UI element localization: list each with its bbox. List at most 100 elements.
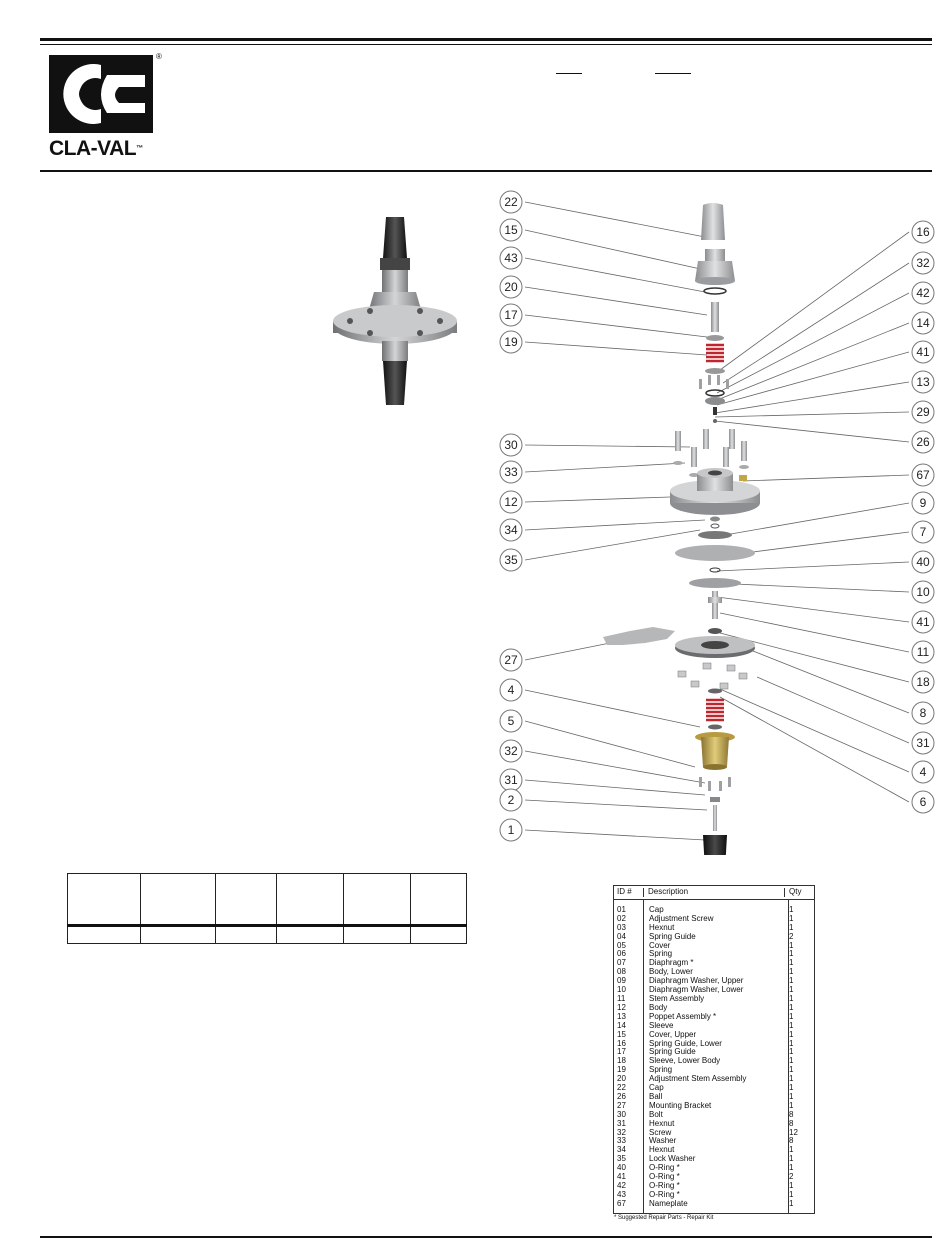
parts-id-cell: 31 bbox=[617, 1118, 626, 1128]
parts-list-row: 33 Washer 8 bbox=[617, 1137, 811, 1146]
part-cap-1 bbox=[703, 835, 727, 870]
callout-label: 30 bbox=[504, 438, 518, 452]
parts-desc-cell: Nameplate bbox=[649, 1198, 688, 1208]
parts-id-cell: 09 bbox=[617, 976, 626, 986]
parts-qty-cell: 2 bbox=[789, 1172, 794, 1182]
parts-qty-cell: 1 bbox=[789, 1065, 794, 1075]
parts-id-cell: 18 bbox=[617, 1056, 626, 1066]
description-header: Description bbox=[644, 887, 785, 897]
part-oring-40 bbox=[709, 567, 721, 573]
parts-qty-cell: 1 bbox=[789, 976, 794, 986]
parts-id-cell: 08 bbox=[617, 967, 626, 977]
parts-qty-cell: 1 bbox=[789, 949, 794, 959]
parts-list-row: 67 Nameplate 1 bbox=[617, 1198, 811, 1209]
callout-label: 12 bbox=[504, 495, 518, 509]
parts-qty-cell: 8 bbox=[789, 1136, 794, 1146]
callout-label: 14 bbox=[916, 316, 930, 330]
parts-qty-cell: 1 bbox=[789, 958, 794, 968]
part-cover-5 bbox=[695, 732, 735, 770]
part-spring-guide-lower-16 bbox=[705, 368, 725, 374]
parts-qty-cell: 1 bbox=[789, 1198, 794, 1208]
part-poppet-13 bbox=[713, 407, 717, 415]
parts-desc-cell: Cover bbox=[649, 940, 671, 950]
parts-desc-cell: Ball bbox=[649, 1091, 663, 1101]
parts-desc-cell: Sleeve, Lower Body bbox=[649, 1056, 721, 1066]
callout-label: 42 bbox=[916, 286, 930, 300]
parts-id-cell: 07 bbox=[617, 958, 626, 968]
callout-label: 32 bbox=[504, 744, 518, 758]
spec-table-header-row bbox=[67, 873, 467, 927]
parts-id-cell: 10 bbox=[617, 985, 626, 995]
parts-desc-cell: Stem Assembly bbox=[649, 993, 705, 1003]
parts-qty-cell: 1 bbox=[789, 1020, 794, 1030]
part-spring-6 bbox=[706, 698, 724, 722]
header-rule-thick bbox=[40, 38, 932, 41]
parts-desc-cell: Diaphragm Washer, Lower bbox=[649, 985, 744, 995]
part-adjustment-screw-2 bbox=[713, 805, 717, 831]
parts-id-cell: 03 bbox=[617, 922, 626, 932]
parts-desc-cell: Spring Guide, Lower bbox=[649, 1038, 722, 1048]
callout-label: 27 bbox=[504, 653, 518, 667]
parts-desc-cell: Washer bbox=[649, 1136, 677, 1146]
parts-qty-cell: 1 bbox=[789, 993, 794, 1003]
part-diaphragm-7 bbox=[675, 545, 755, 561]
id-header: ID # bbox=[617, 887, 644, 897]
parts-qty-cell: 1 bbox=[789, 1047, 794, 1057]
parts-id-cell: 19 bbox=[617, 1065, 626, 1075]
spec-table-cell bbox=[343, 925, 412, 944]
parts-id-cell: 13 bbox=[617, 1011, 626, 1021]
parts-qty-cell: 1 bbox=[789, 1100, 794, 1110]
parts-id-cell: 41 bbox=[617, 1172, 626, 1182]
parts-list-row: 11 Stem Assembly 1 bbox=[617, 993, 811, 1004]
parts-id-cell: 40 bbox=[617, 1163, 626, 1173]
parts-id-cell: 12 bbox=[617, 1002, 626, 1012]
parts-desc-cell: O-Ring * bbox=[649, 1181, 680, 1190]
callout-label: 5 bbox=[508, 714, 515, 728]
callout-label: 7 bbox=[920, 525, 927, 539]
parts-qty-cell: 1 bbox=[789, 1002, 794, 1012]
parts-id-cell: 11 bbox=[617, 993, 626, 1003]
callout-label: 17 bbox=[504, 308, 518, 322]
parts-id-cell: 67 bbox=[617, 1198, 626, 1208]
part-sleeve-14 bbox=[705, 397, 725, 405]
parts-id-cell: 16 bbox=[617, 1038, 626, 1048]
parts-desc-cell: Diaphragm Washer, Upper bbox=[649, 976, 744, 986]
part-body-lower-8 bbox=[675, 636, 755, 658]
part-lockwasher-35 bbox=[710, 523, 720, 529]
spec-table-row bbox=[67, 925, 467, 944]
parts-desc-cell: Spring Guide bbox=[649, 1047, 696, 1057]
callout-label: 8 bbox=[920, 706, 927, 720]
parts-qty-cell: 1 bbox=[789, 1145, 794, 1155]
part-cover-upper-15 bbox=[695, 249, 735, 285]
parts-id-cell: 30 bbox=[617, 1109, 626, 1119]
part-nameplate-67 bbox=[739, 475, 747, 481]
callout-label: 43 bbox=[504, 251, 518, 265]
parts-desc-cell: Hexnut bbox=[649, 1145, 675, 1155]
callout-label: 34 bbox=[504, 523, 518, 537]
parts-desc-cell: Lock Washer bbox=[649, 1154, 696, 1164]
parts-qty-cell: 1 bbox=[789, 1083, 794, 1093]
parts-qty-cell: 8 bbox=[789, 1109, 794, 1119]
parts-list-row: 16 Spring Guide, Lower 1 bbox=[617, 1038, 811, 1049]
part-hexnut-3 bbox=[710, 797, 720, 802]
parts-qty-cell: 1 bbox=[789, 1038, 794, 1048]
callout-label: 41 bbox=[916, 345, 930, 359]
parts-qty-cell: 1 bbox=[789, 922, 794, 932]
parts-id-cell: 33 bbox=[617, 1136, 626, 1146]
parts-list-row: 09 Diaphragm Washer, Upper 1 bbox=[617, 976, 811, 986]
callout-label: 22 bbox=[504, 195, 518, 209]
logo-mark-icon: ® bbox=[49, 52, 162, 133]
callout-label: 6 bbox=[920, 795, 927, 809]
parts-desc-cell: Poppet Assembly * bbox=[649, 1011, 717, 1021]
